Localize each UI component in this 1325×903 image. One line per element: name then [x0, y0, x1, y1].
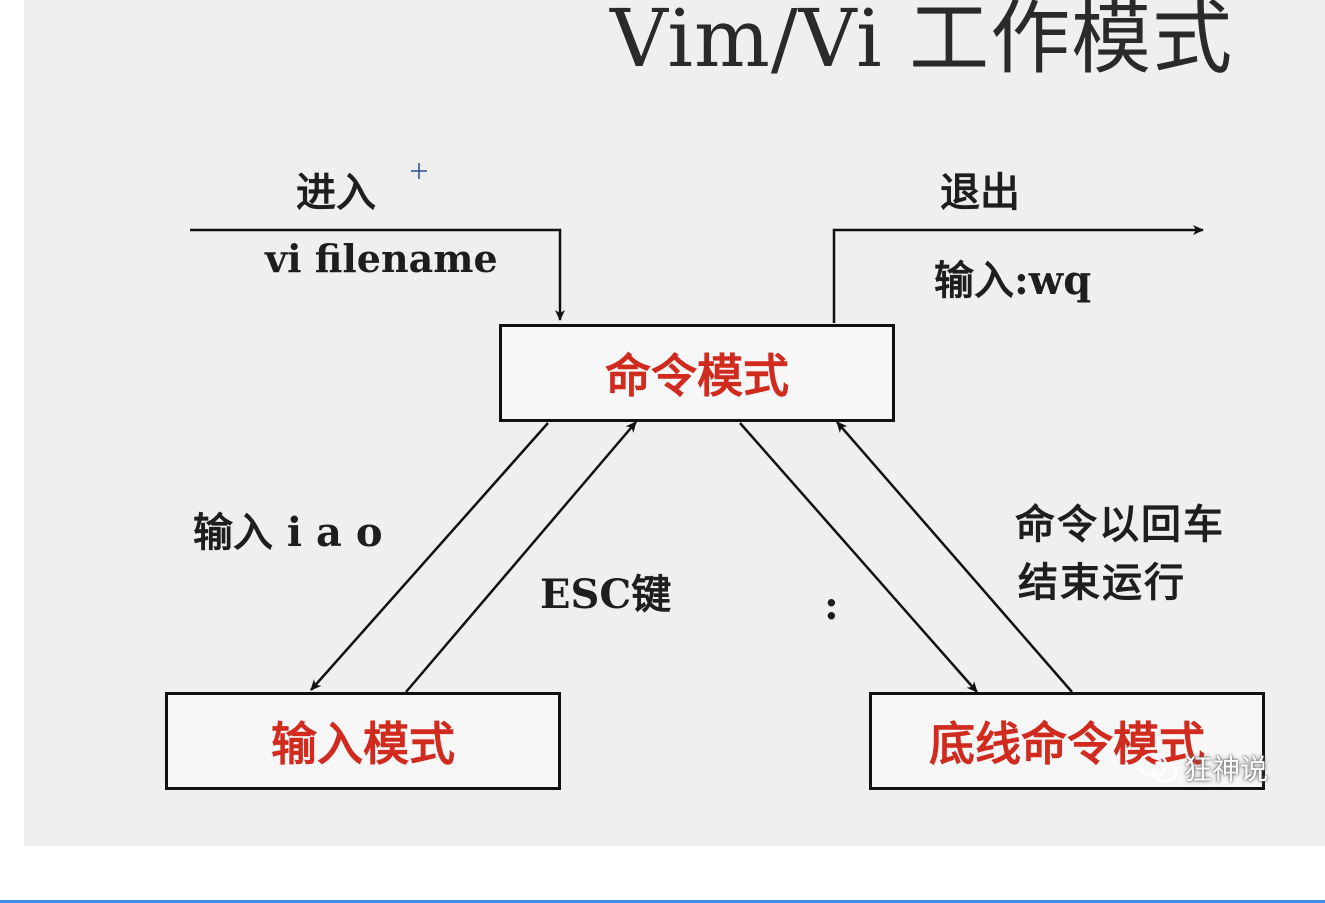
esc-key-label: ESC键 — [540, 571, 672, 618]
insert-mode-node: 输入模式 — [165, 692, 561, 790]
watermark-text: 狂神说 — [1184, 753, 1269, 786]
command-mode-node: 命令模式 — [499, 324, 895, 422]
exit-command: 输入:wq — [934, 257, 1092, 304]
enter-to-run-label-1: 命令以回车 — [1015, 501, 1225, 548]
insert-mode-label: 输入模式 — [271, 717, 455, 771]
exit-arrow — [832, 225, 1204, 323]
exit-heading: 退出 — [940, 169, 1020, 216]
last-line-mode-node: 底线命令模式 — [869, 692, 1265, 790]
last-line-mode-label: 底线命令模式 — [929, 717, 1205, 771]
left-margin-strip — [0, 0, 24, 846]
command-mode-label: 命令模式 — [605, 349, 789, 403]
enter-to-run-label-2: 结束运行 — [1018, 559, 1186, 606]
enter-command: vi filename — [265, 236, 498, 281]
slide-title: Vim/Vi 工作模式 — [610, 0, 1234, 85]
crosshair-cursor-icon — [411, 163, 427, 179]
enter-arrow — [190, 228, 565, 321]
last-line-to-command-arrow — [836, 421, 1073, 693]
insert-to-command-arrow — [405, 421, 637, 693]
to-insert-label: 输入 i a o — [193, 509, 383, 556]
wechat-icon — [1138, 752, 1178, 783]
command-to-last-line-arrow — [739, 422, 978, 693]
colon-label: : — [824, 582, 839, 629]
enter-heading: 进入 — [296, 169, 376, 216]
command-to-insert-arrow — [310, 422, 549, 691]
watermark: 狂神说 — [1138, 748, 1268, 788]
bottom-accent-line — [0, 900, 1325, 903]
